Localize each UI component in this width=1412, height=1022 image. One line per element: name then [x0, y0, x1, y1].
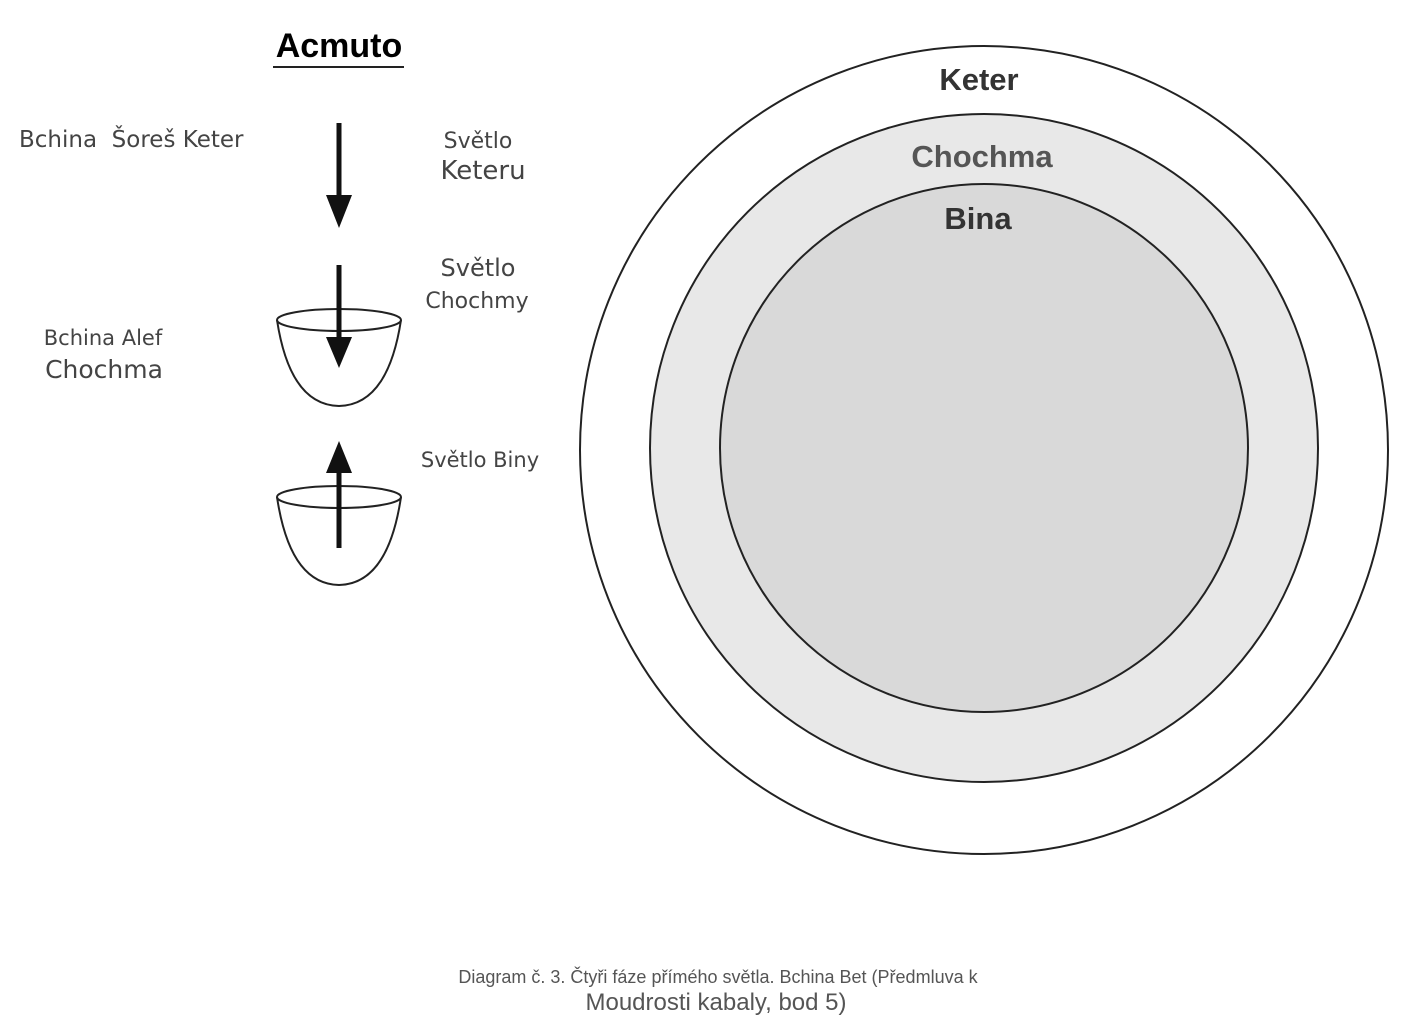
circle-label-bina: Bina [944, 201, 1012, 236]
vessel-with-up-arrow-icon [276, 441, 402, 587]
label-light-chochma-2: Chochmy [425, 289, 528, 314]
title: Acmuto [276, 27, 403, 65]
label-alef-line1: Bchina Alef [44, 326, 163, 350]
label-shoresh-keter: Bchina Šoreš Keter [19, 125, 244, 153]
caption-line-1: Diagram č. 3. Čtyři fáze přímého světla.… [458, 967, 978, 987]
caption-line-2: Moudrosti kabaly, bod 5) [585, 989, 847, 1016]
label-light-bina: Světlo Biny [421, 448, 539, 472]
circle-label-keter: Keter [939, 62, 1018, 97]
arrow-down-icon [326, 123, 352, 228]
label-light-keter-2: Keteru [440, 156, 525, 186]
label-light-chochma-1: Světlo [441, 254, 516, 282]
label-alef-line2: Chochma [45, 355, 163, 384]
circle-label-chochma: Chochma [911, 139, 1053, 174]
vessel-with-down-arrow-icon [276, 265, 402, 408]
label-light-keter-1: Světlo [444, 129, 513, 154]
circle-bina [719, 183, 1249, 713]
